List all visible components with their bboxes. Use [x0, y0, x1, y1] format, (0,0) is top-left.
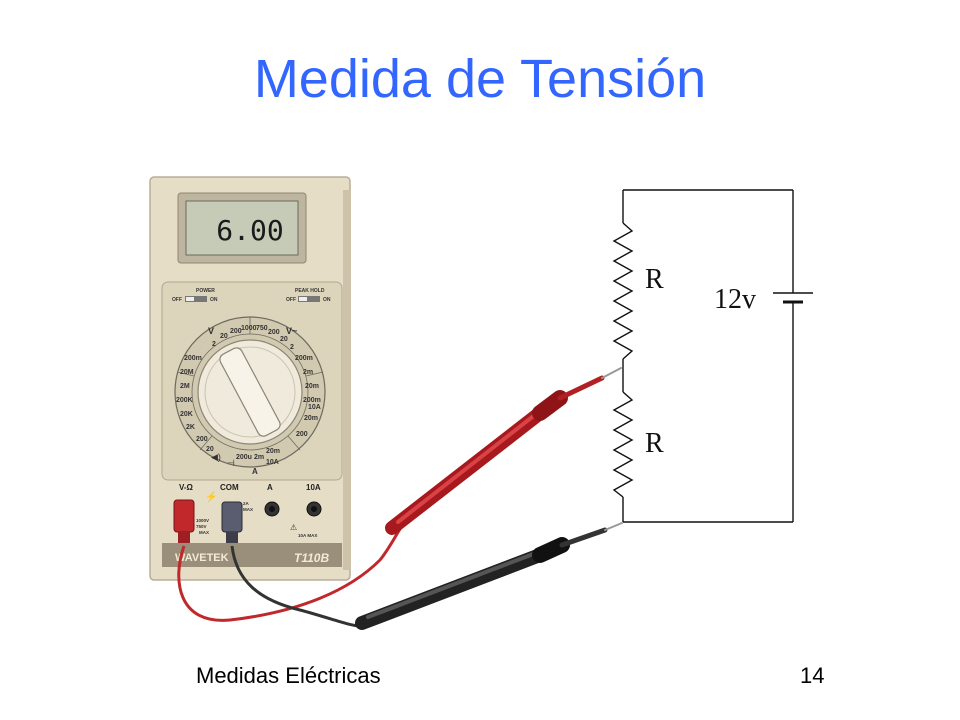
red-probe[interactable] — [385, 367, 622, 535]
svg-text:OFF: OFF — [172, 297, 182, 303]
svg-text:10A: 10A — [308, 404, 321, 411]
svg-text:MAX: MAX — [243, 507, 253, 512]
svg-text:COM: COM — [220, 483, 239, 492]
slide-title: Medida de Tensión — [253, 49, 707, 109]
lcd-screen — [185, 200, 299, 256]
circuit — [612, 189, 813, 523]
svg-text:1000: 1000 — [241, 325, 257, 332]
page-number: 14 — [800, 663, 825, 688]
svg-text:200: 200 — [268, 329, 280, 336]
svg-text:MAX: MAX — [199, 530, 209, 535]
svg-text:20m: 20m — [305, 383, 319, 390]
svg-text:20K: 20K — [180, 411, 193, 418]
svg-text:2M: 2M — [180, 383, 190, 390]
svg-text:A: A — [267, 483, 273, 492]
svg-text:20m: 20m — [266, 448, 280, 455]
svg-text:20m: 20m — [304, 415, 318, 422]
brand-strip — [162, 543, 342, 567]
multimeter: 6.00 POWER OFF ON PEAK HOLD OFF ON — [149, 176, 351, 581]
resistor-top-label: R — [645, 264, 664, 295]
svg-text:200m: 200m — [303, 397, 321, 404]
svg-text:20: 20 — [280, 336, 288, 343]
svg-text:2: 2 — [212, 341, 216, 348]
lightning-icon: ⚡ — [205, 490, 217, 503]
svg-text:1000V: 1000V — [196, 518, 209, 523]
svg-text:20: 20 — [206, 446, 214, 453]
svg-text:2K: 2K — [186, 424, 195, 431]
red-plug — [173, 499, 195, 546]
svg-text:2A: 2A — [243, 501, 250, 506]
svg-text:2: 2 — [290, 344, 294, 351]
svg-text:10A: 10A — [306, 483, 321, 492]
footer-course-name: Medidas Eléctricas — [196, 663, 381, 688]
svg-text:200: 200 — [196, 436, 208, 443]
peak-hold-switch[interactable]: PEAK HOLD OFF ON — [286, 288, 331, 303]
power-switch[interactable]: POWER OFF ON — [172, 288, 218, 303]
svg-text:200u: 200u — [236, 454, 252, 461]
jack-labels: V-Ω COM A 10A — [179, 483, 321, 492]
svg-text:200: 200 — [296, 431, 308, 438]
svg-text:V: V — [208, 326, 214, 336]
svg-text:10A: 10A — [266, 459, 279, 466]
resistor-bottom — [612, 391, 634, 498]
svg-text:OFF: OFF — [286, 297, 296, 303]
warning-icon: ⚠ — [290, 523, 297, 532]
battery-label: 12v — [714, 284, 756, 315]
svg-text:POWER: POWER — [196, 288, 215, 294]
svg-text:ON: ON — [323, 297, 331, 303]
dial-labels: V V~ 2 20 200 1000 750 200 20 2 200m 20M… — [176, 325, 321, 476]
svg-text:PEAK HOLD: PEAK HOLD — [295, 288, 325, 294]
black-lead-wire — [230, 545, 361, 628]
red-lead-wire — [177, 521, 407, 622]
svg-text:20: 20 — [220, 333, 228, 340]
svg-text:2m: 2m — [254, 454, 264, 461]
brand-logo: WAVETEK — [175, 552, 229, 564]
resistor-bottom-label: R — [645, 428, 664, 459]
svg-text:2m: 2m — [303, 369, 313, 376]
svg-text:750V: 750V — [196, 524, 207, 529]
model-number: T110B — [294, 551, 329, 565]
black-probe[interactable] — [355, 522, 623, 630]
rotary-selector-knob[interactable] — [197, 339, 303, 445]
svg-text:750: 750 — [256, 325, 268, 332]
svg-text:200K: 200K — [176, 397, 193, 404]
resistor-top — [612, 222, 634, 360]
svg-text:ON: ON — [210, 297, 218, 303]
speaker-icon: ◀) — [211, 452, 221, 462]
svg-text:10A MAX: 10A MAX — [298, 533, 317, 538]
svg-text:20M: 20M — [180, 369, 194, 376]
svg-text:V-Ω: V-Ω — [179, 483, 194, 492]
jack-warnings: 1000V 750V MAX 2A MAX 10A MAX — [196, 501, 317, 538]
svg-text:A: A — [252, 467, 258, 476]
display-reading: 6.00 — [216, 214, 283, 247]
svg-text:V~: V~ — [286, 326, 297, 336]
svg-text:200m: 200m — [295, 355, 313, 362]
diode-icon: ⊣ — [227, 458, 235, 468]
svg-text:200m: 200m — [184, 355, 202, 362]
black-plug — [221, 501, 243, 546]
svg-text:200: 200 — [230, 328, 242, 335]
multimeter-side-edge — [343, 190, 351, 570]
